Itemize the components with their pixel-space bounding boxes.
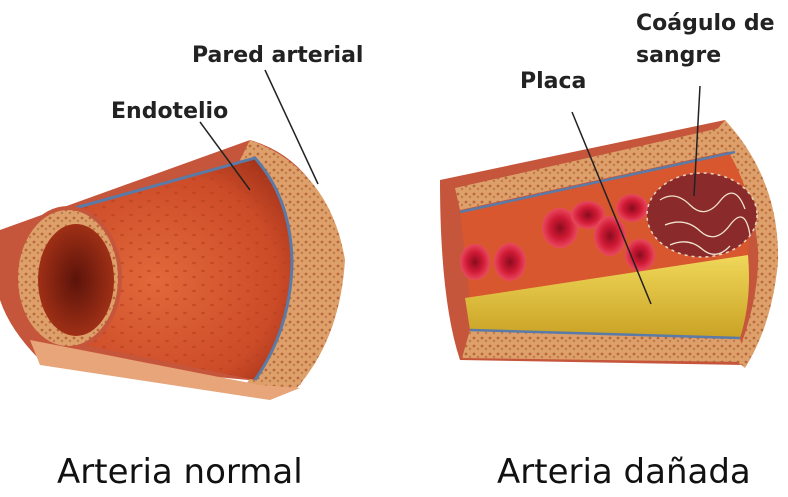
damaged-artery	[440, 86, 778, 368]
caption-damaged-artery: Arteria dañada	[497, 452, 751, 492]
blood-cell	[460, 244, 490, 280]
placa-label: Placa	[520, 70, 586, 94]
blood-cell	[594, 216, 626, 256]
pared-arterial-label: Pared arterial	[192, 44, 363, 68]
coagulo-label-line2: sangre	[636, 44, 721, 68]
caption-normal-artery: Arteria normal	[57, 452, 303, 492]
blood-cell	[616, 194, 648, 222]
blood-clot	[647, 173, 757, 257]
blood-cell	[494, 243, 526, 281]
blood-cell	[625, 239, 655, 271]
normal-opening-hole	[38, 224, 114, 336]
coagulo-label-line1: Coágulo de	[636, 12, 775, 36]
endotelio-label: Endotelio	[111, 100, 228, 124]
